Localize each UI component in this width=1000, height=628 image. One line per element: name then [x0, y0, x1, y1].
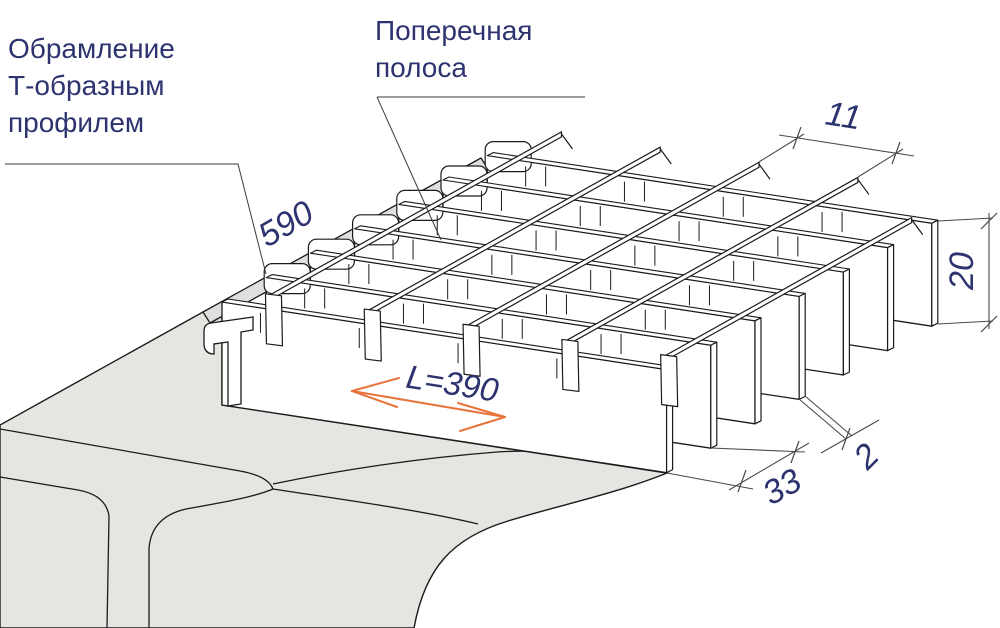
- dim-cross-pitch: 11: [823, 94, 864, 137]
- cross-strip-front-tab: [462, 323, 481, 377]
- framing-label-line3: профилем: [8, 107, 144, 138]
- dim-cross-pitch-group: 11: [758, 94, 915, 178]
- notch-lines: [259, 166, 843, 379]
- dim-bar-pitch-group: 33: [666, 440, 810, 513]
- dim-11-tick-1: [792, 126, 802, 150]
- cross-strip-front-tab: [264, 293, 284, 347]
- dim-20-tick-2: [980, 315, 998, 333]
- dim-33-extension-1: [666, 472, 754, 490]
- dim-L390-shaft: [351, 390, 506, 418]
- t-beam: [0, 302, 670, 628]
- t-beam-web-right-fillet: [148, 488, 274, 628]
- dim-L390-left-arrow-upper: [351, 377, 400, 392]
- cross-strip-back-tip: [911, 219, 924, 235]
- dim-bar-height-group: 20: [937, 212, 998, 333]
- dim-L390-left-arrow-lower: [351, 390, 398, 408]
- dim-L390-right-arrow-lower: [459, 416, 506, 432]
- bearing-bar-end-section: [842, 268, 851, 376]
- dim-20-tick-1: [980, 212, 998, 230]
- cross-strip-back-tip: [857, 179, 870, 195]
- scene-3d: [0, 131, 939, 628]
- cross-strip-back-tip: [659, 148, 672, 165]
- dim-11-tick-2: [891, 141, 901, 165]
- dim-20-extension-2: [937, 320, 994, 325]
- framing-label: Обрамление Т-образным профилем: [8, 33, 175, 138]
- dim-bar-thickness-group: 2: [798, 395, 887, 477]
- dim-33-tick-1: [737, 469, 747, 493]
- cross-strip-front-tab: [561, 338, 580, 393]
- dim-2-tick: [841, 427, 851, 451]
- cross-strips: [264, 131, 924, 408]
- t-profile-frame-hook: [203, 316, 254, 407]
- bearing-bar-end-section: [754, 317, 762, 425]
- dim-11-line: [778, 134, 915, 157]
- bearing-bar-end-section: [710, 341, 718, 449]
- cross-strip-back-tip: [758, 163, 771, 180]
- dim-2-extension-1: [798, 398, 847, 440]
- bearing-bar-end-section: [931, 219, 939, 327]
- bearing-bar-end-section: [798, 292, 806, 400]
- dim-20-extension-1: [937, 217, 994, 222]
- dim-bar-height: 20: [943, 252, 981, 291]
- dim-33-extension-2: [710, 447, 806, 453]
- cross-strip-front-tab: [660, 354, 679, 408]
- framing-leader-line: [5, 163, 267, 275]
- cross-strip-label: Поперечная полоса: [375, 15, 532, 83]
- dim-33-tick-2: [790, 440, 800, 464]
- cross-strip-label-line1: Поперечная: [375, 15, 532, 46]
- dim-2-extension-2: [804, 395, 853, 437]
- cross-strip-front-tab: [363, 308, 382, 362]
- cross-strip-leader-line: [376, 96, 442, 241]
- cross-strip-label-line2: полоса: [375, 52, 467, 83]
- t-beam-flange-edge-bottom: [272, 488, 479, 525]
- framing-label-line1: Обрамление: [8, 33, 175, 64]
- t-beam-web-left-fillet: [0, 476, 110, 628]
- t-beam-flange-edge-top: [0, 428, 274, 490]
- dim-bar-thickness: 2: [846, 436, 887, 477]
- dim-2-line: [820, 419, 880, 454]
- bearing-bar: [221, 298, 674, 474]
- framing-label-line2: Т-образным: [8, 70, 165, 101]
- t-beam-body: [0, 302, 670, 628]
- dim-L390-right-arrow-upper: [457, 402, 506, 418]
- cross-strip-back-tip: [560, 133, 573, 150]
- bearing-bar-end-section: [886, 244, 895, 352]
